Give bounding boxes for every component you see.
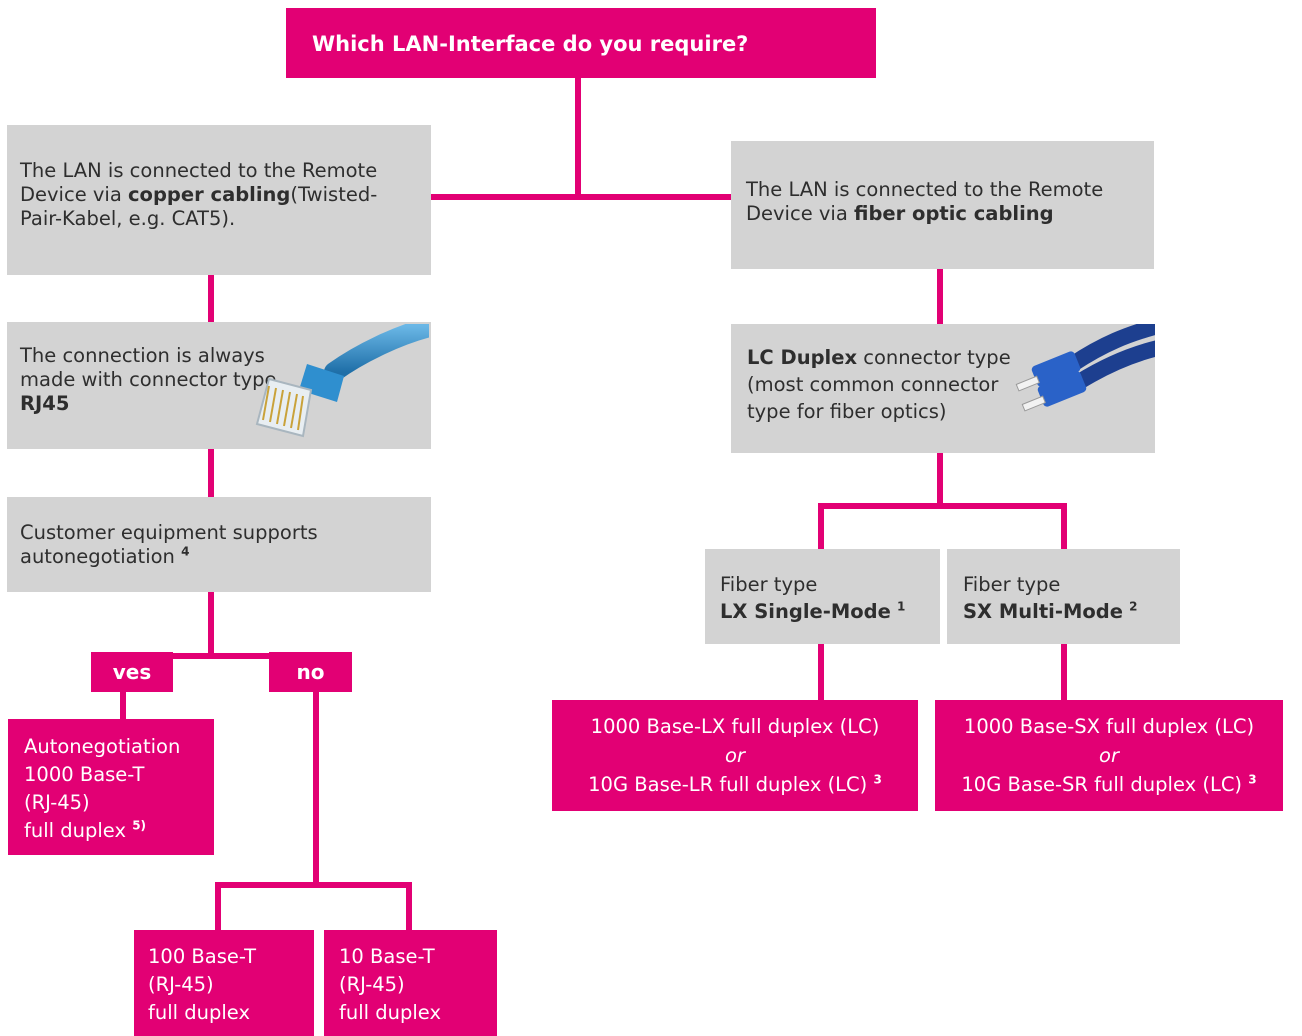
connector-line xyxy=(120,692,126,719)
connector-line xyxy=(937,269,943,324)
copper-cabling-box: The LAN is connected to the Remote Devic… xyxy=(7,125,431,275)
rj45-cable-image xyxy=(255,324,429,438)
connector-line xyxy=(130,653,317,659)
connector-line xyxy=(1061,644,1067,701)
copper-cabling-bold: copper cabling xyxy=(128,183,291,206)
page-title-box: Which LAN-Interface do you require? xyxy=(286,8,876,78)
result-1000-base-lx: 1000 Base-LX full duplex (LC) or 10G Bas… xyxy=(552,700,918,811)
connector-line xyxy=(313,692,319,885)
rj45-connector-box: The connection is always made with conne… xyxy=(7,322,431,449)
result-100-base-t: 100 Base-T (RJ-45) full duplex xyxy=(134,930,314,1036)
connector-line xyxy=(818,503,824,550)
lx-single-mode-bold: LX Single-Mode xyxy=(720,600,891,623)
lc-duplex-connector-image xyxy=(1015,324,1155,412)
page-title: Which LAN-Interface do you require? xyxy=(312,32,749,56)
result-1000-base-sx: 1000 Base-SX full duplex (LC) or 10G Bas… xyxy=(935,700,1283,811)
lc-duplex-bold: LC Duplex xyxy=(747,346,858,369)
no-label: no xyxy=(269,652,352,692)
connector-line xyxy=(208,449,214,497)
fiber-type-sx-box: Fiber type SX Multi-Mode 2 xyxy=(947,549,1180,644)
yes-label: ves xyxy=(91,652,173,692)
connector-line xyxy=(208,275,214,323)
result-10-base-t: 10 Base-T (RJ-45) full duplex xyxy=(324,930,497,1036)
autonegotiation-box: Customer equipment supports autonegotiat… xyxy=(7,497,431,592)
connector-line xyxy=(937,453,943,506)
lc-duplex-connector-box: LC Duplex connector type (most common co… xyxy=(731,324,1155,453)
connector-line xyxy=(575,78,581,198)
rj45-bold: RJ45 xyxy=(20,392,70,415)
connector-line xyxy=(818,503,1067,509)
connector-line xyxy=(1061,503,1067,550)
result-autonegotiation-1000-base-t: Autonegotiation 1000 Base-T (RJ-45) full… xyxy=(8,719,214,855)
fiber-optic-bold: fiber optic cabling xyxy=(854,202,1054,225)
fiber-type-lx-box: Fiber type LX Single-Mode 1 xyxy=(705,549,940,644)
connector-line xyxy=(431,194,732,200)
connector-line xyxy=(818,644,824,701)
connector-line xyxy=(208,592,214,656)
fiber-optic-box: The LAN is connected to the Remote Devic… xyxy=(731,141,1154,269)
connector-line xyxy=(215,882,221,931)
connector-line xyxy=(215,882,412,888)
connector-line xyxy=(406,882,412,931)
sx-multi-mode-bold: SX Multi-Mode xyxy=(963,600,1123,623)
